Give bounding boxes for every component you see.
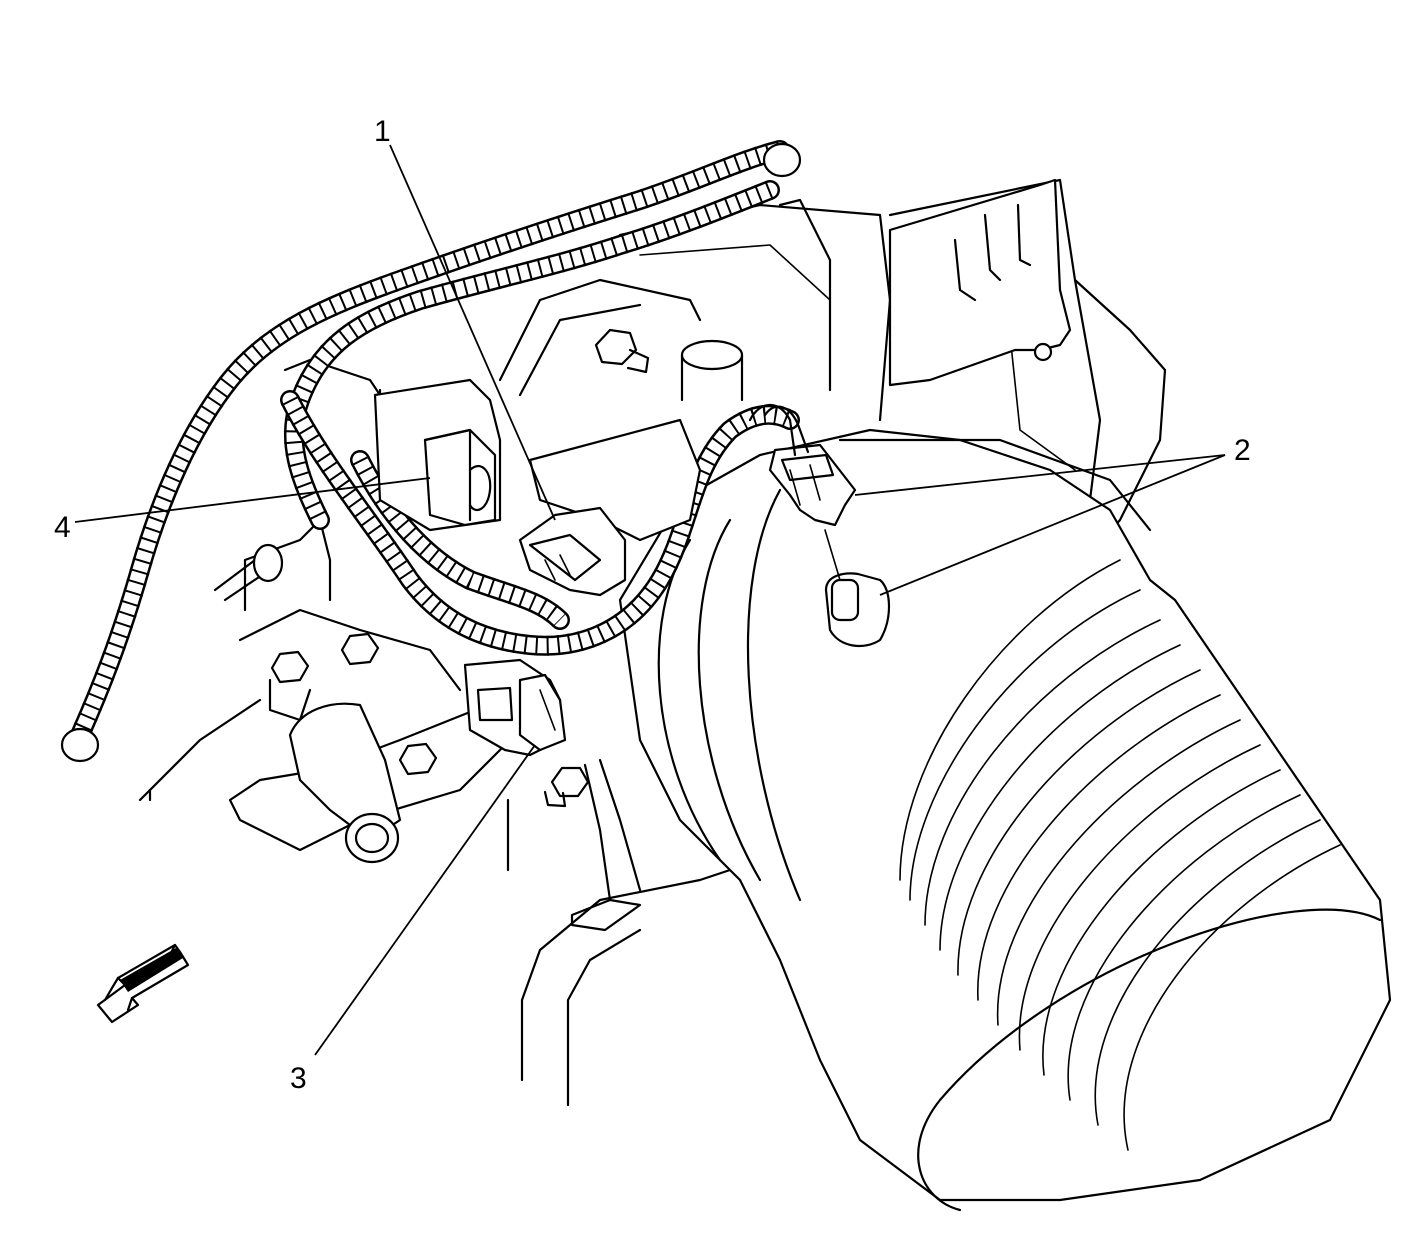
air-intake-duct [618,428,1392,1212]
callout-labels: 1 2 3 4 [54,115,1251,1095]
tp-sensor-connector [373,378,502,532]
harness-connector-3 [463,658,567,757]
wiring-harness [60,140,810,763]
callout-4: 4 [54,511,71,544]
iac-connector [518,418,702,597]
callout-leaders [74,144,1226,1056]
front-arrow-icon [96,943,190,1024]
callout-2: 2 [1234,434,1251,467]
fasteners [213,543,590,864]
engine-block-outline [138,178,1167,1107]
maf-connector [768,443,857,581]
maf-sensor-socket [824,572,890,648]
leader-2b [879,454,1226,596]
leader-3 [314,744,536,1056]
leader-4 [74,477,431,523]
leader-2a [854,454,1226,496]
callout-3: 3 [290,1062,307,1095]
leader-1 [389,144,556,521]
callout-1: 1 [374,115,391,148]
mounting-bracket [888,178,1072,387]
